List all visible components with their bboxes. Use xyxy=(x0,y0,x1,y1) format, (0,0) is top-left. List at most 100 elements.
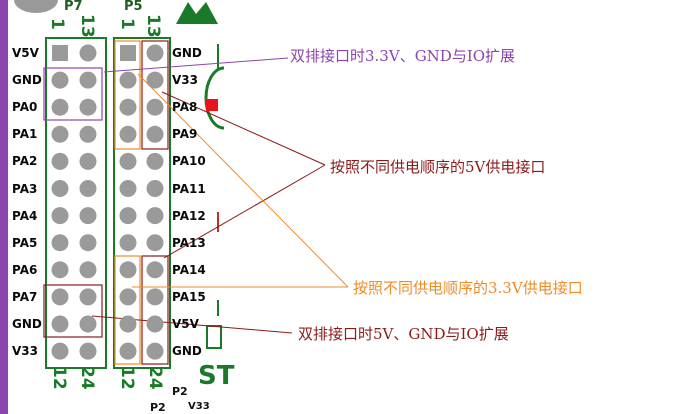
p5-end-num: 13 xyxy=(143,14,163,38)
p5-row-end-b: 24 xyxy=(145,366,165,390)
round-pin xyxy=(79,315,97,333)
left-pin-label: PA7 xyxy=(12,289,38,304)
p7-row-end-b: 24 xyxy=(77,366,97,390)
right-pin-label: V33 xyxy=(172,73,198,88)
p7-end-num: 13 xyxy=(77,14,97,38)
leader-5v-a xyxy=(161,91,326,166)
left-pin-label: PA6 xyxy=(12,262,38,277)
round-pin xyxy=(79,261,97,279)
left-pin-label: PA1 xyxy=(12,127,38,142)
round-pin xyxy=(119,234,137,252)
round-pin xyxy=(51,180,69,197)
note-bottom: 双排接口时5V、GND与IO扩展 xyxy=(298,325,509,343)
round-pin xyxy=(119,98,137,116)
header-p5-label: P5 xyxy=(124,0,143,14)
square-pin xyxy=(120,45,136,61)
p5-row-end-a: 12 xyxy=(117,366,137,390)
round-pin xyxy=(146,288,164,306)
round-pin xyxy=(146,315,164,333)
round-pin xyxy=(51,152,69,170)
box-p5-3v3-bottom xyxy=(114,255,141,365)
p7-start-num: 1 xyxy=(47,18,67,30)
right-pin-label: GND xyxy=(172,344,202,359)
round-pin xyxy=(51,207,69,225)
round-pin xyxy=(146,180,164,197)
p2-label-b: P2 xyxy=(150,401,166,414)
round-pin xyxy=(79,180,97,197)
left-pin-label: V5V xyxy=(12,46,39,60)
header-p7-label: P7 xyxy=(64,0,83,14)
round-pin xyxy=(79,98,97,116)
header-p7-outline xyxy=(45,37,107,369)
round-pin xyxy=(119,152,137,170)
p7-row-end-a: 12 xyxy=(49,366,69,390)
box-p5-5v-bottom xyxy=(141,255,169,365)
right-pin-label: PA8 xyxy=(172,100,198,115)
round-pin xyxy=(146,207,164,225)
round-pin xyxy=(119,261,137,279)
square-pin xyxy=(52,45,68,61)
mounting-hole xyxy=(14,0,58,13)
round-pin xyxy=(51,342,69,360)
leader-5v-b xyxy=(163,164,326,259)
right-pin-label: PA14 xyxy=(172,262,206,277)
round-pin xyxy=(146,98,164,116)
red-pad xyxy=(206,99,218,111)
round-pin xyxy=(79,342,97,360)
left-pin-label: PA4 xyxy=(12,208,38,223)
v33-small-label: V33 xyxy=(188,401,210,412)
leader-3v3-a xyxy=(137,73,349,288)
right-pin-label: PA10 xyxy=(172,154,206,169)
right-pin-label: PA13 xyxy=(172,235,206,250)
round-pin xyxy=(51,261,69,279)
board-edge xyxy=(0,0,8,414)
round-pin xyxy=(79,71,97,89)
round-pin xyxy=(119,342,137,360)
silk-box xyxy=(206,325,222,349)
st-logo-text: ST xyxy=(198,361,235,391)
header-p5-outline xyxy=(113,37,171,369)
right-pin-label: PA9 xyxy=(172,127,198,142)
round-pin xyxy=(51,98,69,116)
round-pin xyxy=(119,315,137,333)
box-p7-top xyxy=(43,67,103,121)
silk-arc xyxy=(204,66,225,130)
round-pin xyxy=(51,288,69,306)
round-pin xyxy=(146,342,164,360)
note-3v3: 按照不同供电顺序的3.3V供电接口 xyxy=(353,279,583,297)
note-5v: 按照不同供电顺序的5V供电接口 xyxy=(330,158,546,176)
round-pin xyxy=(79,288,97,306)
right-pin-label: PA11 xyxy=(172,181,206,196)
left-pin-label: V33 xyxy=(12,344,38,359)
left-pin-label: PA3 xyxy=(12,181,38,196)
round-pin xyxy=(146,71,164,89)
leader-top xyxy=(103,57,289,73)
left-pin-label: GND xyxy=(12,317,42,331)
round-pin xyxy=(79,207,97,225)
round-pin xyxy=(51,234,69,252)
round-pin xyxy=(119,180,137,197)
round-pin xyxy=(51,125,69,143)
round-pin xyxy=(79,152,97,170)
round-pin xyxy=(146,152,164,170)
left-pin-label: PA5 xyxy=(12,235,38,250)
right-pin-label: GND xyxy=(172,46,202,60)
right-pin-label: PA15 xyxy=(172,289,206,304)
round-pin xyxy=(79,44,97,62)
round-pin xyxy=(51,71,69,89)
round-pin xyxy=(79,234,97,252)
round-pin xyxy=(146,125,164,143)
round-pin xyxy=(119,207,137,225)
round-pin xyxy=(119,288,137,306)
p5-start-num: 1 xyxy=(117,18,137,30)
pin-grid xyxy=(51,44,164,360)
round-pin xyxy=(146,234,164,252)
round-pin xyxy=(119,71,137,89)
right-pin-label: PA12 xyxy=(172,208,206,223)
round-pin xyxy=(146,261,164,279)
round-pin xyxy=(79,125,97,143)
round-pin xyxy=(51,315,69,333)
left-pin-label: PA2 xyxy=(12,154,38,169)
left-pin-label: PA0 xyxy=(12,100,38,115)
